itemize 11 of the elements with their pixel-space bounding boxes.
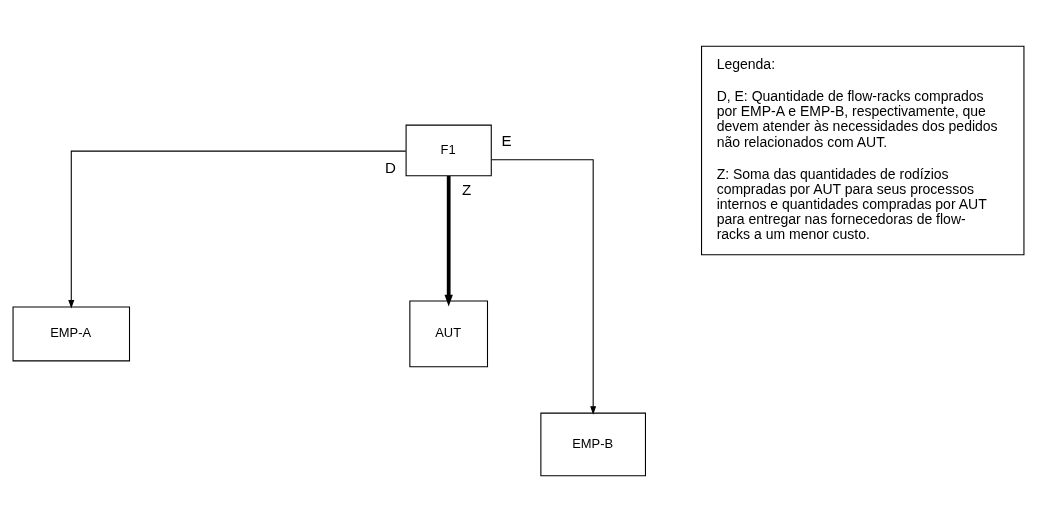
arrow: [68, 150, 407, 309]
node-box: F1: [405, 124, 492, 177]
arrow: [491, 159, 597, 415]
node-box: EMP-B: [540, 412, 646, 477]
edge-label: D: [385, 159, 397, 177]
node-box: AUT: [409, 300, 489, 368]
arrow: [444, 176, 453, 307]
node-box: Legenda: D, E: Quantidade de flow-racks comprados por EMP-A e EMP-B, respectivamente, que devem atender às necessidades dos pedidos não relacionados com AUT. Z: Soma das quantidades de rodízios compradas por AUT para seus processos internos e quantidades compradas por AUT para entregar nas fornecedoras de flow-racks a um menor custo.: [701, 45, 1025, 256]
node-box: EMP-A: [12, 306, 131, 362]
edge-label: E: [501, 131, 512, 149]
edge-label: Z: [462, 181, 472, 199]
